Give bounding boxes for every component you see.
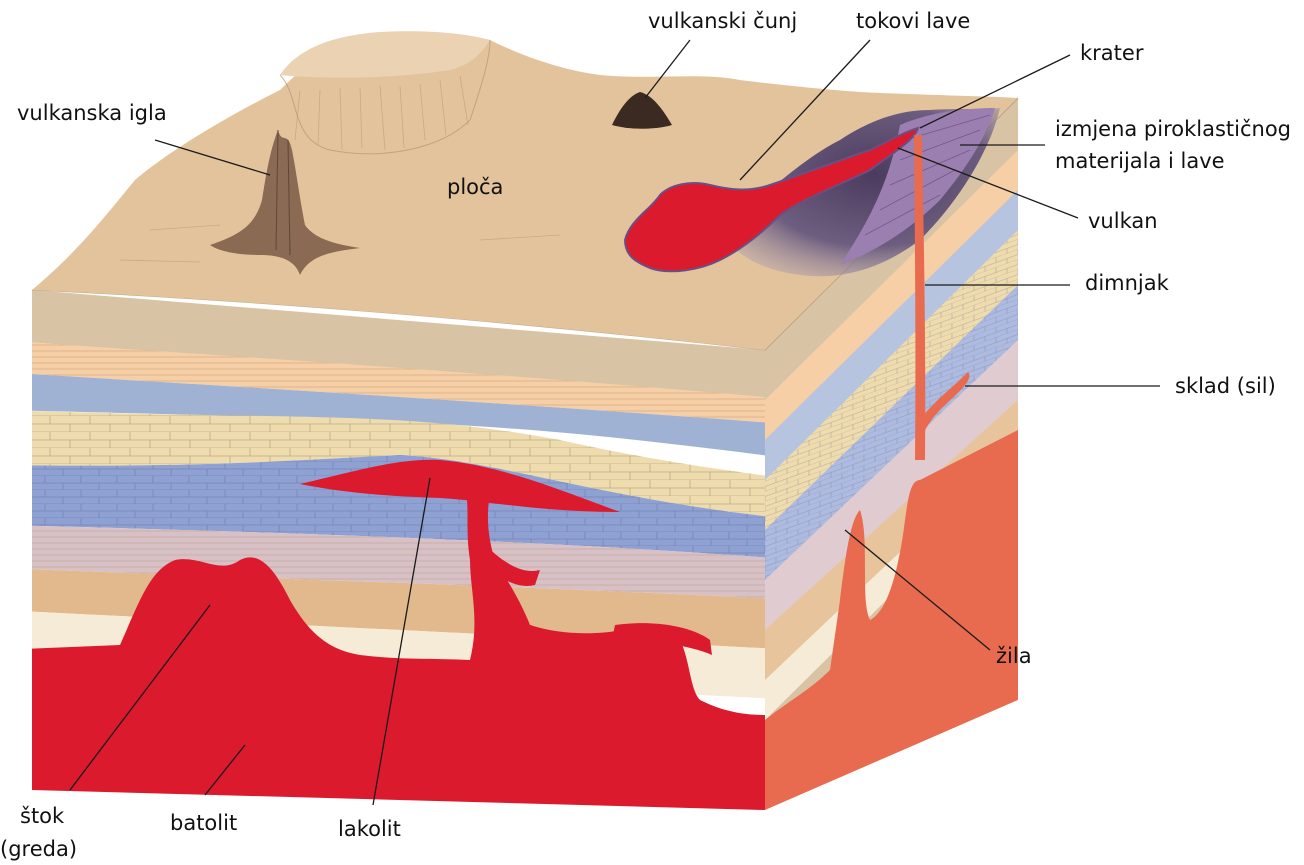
label-lakolit: lakolit (338, 817, 401, 841)
label-vulkanski-cunj: vulkanski čunj (648, 9, 797, 33)
label-tokovi-lave: tokovi lave (856, 9, 970, 33)
label-sklad: sklad (sil) (1175, 374, 1276, 398)
label-stok-line2: (greda) (0, 837, 77, 861)
label-ploca: ploča (447, 175, 503, 199)
label-vulkanska-igla: vulkanska igla (17, 101, 167, 125)
label-krater: krater (1080, 41, 1144, 65)
label-izmjena-line2: materijala i lave (1055, 149, 1225, 173)
label-izmjena-line1: izmjena piroklastičnog (1055, 117, 1291, 141)
front-face (0, 280, 800, 820)
label-zila: žila (996, 644, 1032, 668)
label-stok-line1: štok (20, 804, 65, 828)
label-vulkan: vulkan (1088, 209, 1158, 233)
label-dimnjak: dimnjak (1085, 271, 1170, 295)
label-batolit: batolit (170, 811, 237, 835)
